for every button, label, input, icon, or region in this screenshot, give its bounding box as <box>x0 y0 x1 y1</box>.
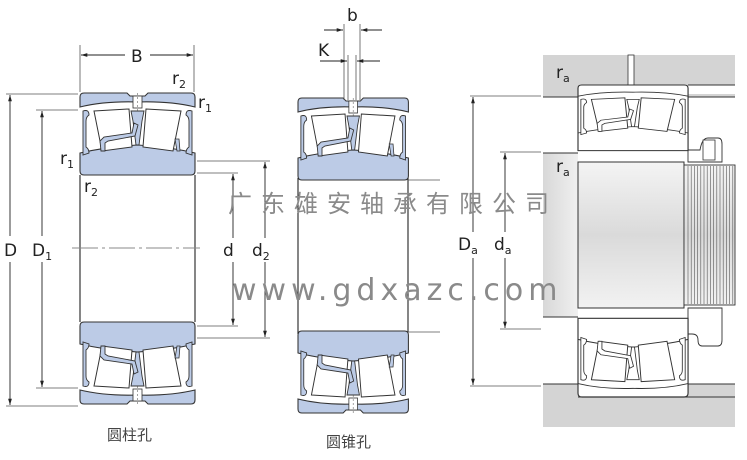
dimension-D: D <box>4 93 78 407</box>
bearing1-bottom-section <box>79 321 196 405</box>
label-da: da <box>494 235 512 257</box>
dimension-D1: D1 <box>32 109 78 389</box>
bearing1-top-section <box>79 92 196 176</box>
label-r2-top: r2 <box>172 69 186 91</box>
label-b: b <box>347 6 358 26</box>
label-ra-top: ra <box>556 63 570 85</box>
caption-tapered-bore: 圆锥孔 <box>326 433 371 451</box>
thread-lines <box>687 166 734 304</box>
housing-bottom <box>543 384 735 427</box>
label-D1: D1 <box>32 241 52 263</box>
label-d: d <box>223 241 234 261</box>
label-Da: Da <box>458 235 478 257</box>
adapter-sleeve <box>577 161 685 309</box>
dimension-da: da <box>494 151 541 330</box>
label-r1-bottom: r1 <box>60 149 74 171</box>
watermark: 广东雄安轴承有限公司 www.gdxazc.com <box>228 190 562 308</box>
mounted-bearing-assembly <box>543 54 736 427</box>
bearing3-bottom-section <box>577 317 689 398</box>
label-K: K <box>318 41 330 61</box>
threaded-section <box>683 164 736 306</box>
cylindrical-bore-bearing <box>72 92 200 405</box>
dimension-K: K <box>318 41 380 100</box>
bearing3-top-section <box>577 84 689 152</box>
dimension-Da: Da <box>458 95 541 387</box>
label-B: B <box>131 47 143 67</box>
label-D: D <box>4 241 17 261</box>
label-ra-bottom: ra <box>556 157 570 179</box>
label-d2: d2 <box>252 241 270 263</box>
dimension-d: d <box>197 172 238 327</box>
label-r2-bottom: r2 <box>84 177 98 199</box>
watermark-company: 广东雄安轴承有限公司 <box>228 190 558 218</box>
label-r1-top: r1 <box>198 93 212 115</box>
watermark-url: www.gdxazc.com <box>232 273 562 308</box>
bearing2-top-section <box>297 97 409 181</box>
bearing2-bottom-section <box>297 330 409 414</box>
shaft-shoulder <box>543 153 578 317</box>
dimension-B: B <box>79 45 195 92</box>
caption-cylindrical-bore: 圆柱孔 <box>107 426 152 444</box>
dimension-d2: d2 <box>197 160 270 339</box>
dimension-b: b <box>324 6 382 100</box>
tapered-bore-bearing <box>297 97 440 414</box>
